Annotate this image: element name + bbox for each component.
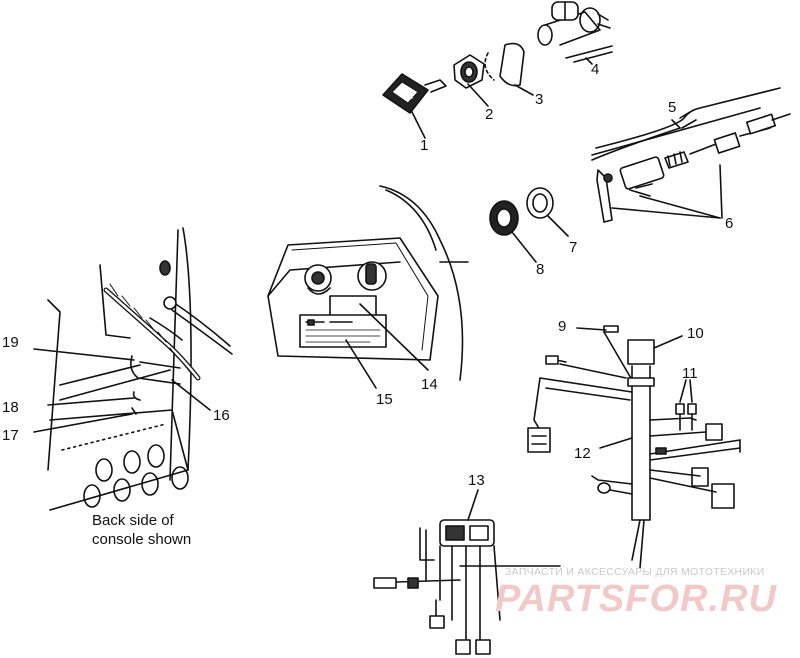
console-housing	[267, 185, 469, 381]
ignition-nut	[453, 54, 485, 89]
watermark-caption: ЗАПЧАСТИ И АКСЕССУАРЫ ДЛЯ МОТОТЕХНИКИ	[505, 566, 765, 578]
ignition-key-cap	[382, 73, 447, 114]
cable-tie-clip	[130, 355, 181, 415]
callout-8: 8	[536, 261, 545, 278]
callout-1: 1	[420, 137, 429, 154]
callout-11: 11	[682, 365, 698, 382]
callout-10: 10	[687, 325, 704, 342]
flat-washer	[526, 187, 554, 219]
leader-3	[514, 84, 534, 96]
leader-5-bracket	[595, 87, 781, 149]
leader-9	[576, 327, 607, 331]
leader-8	[511, 231, 537, 263]
callout-9: 9	[558, 318, 567, 335]
leader-13	[467, 489, 479, 521]
leader-17	[33, 413, 133, 433]
leader-15	[345, 339, 377, 389]
gear-bushing	[489, 200, 519, 236]
leader-6b	[639, 195, 721, 219]
callout-18: 18	[2, 399, 19, 416]
leader-4	[585, 57, 593, 65]
callout-5: 5	[668, 99, 677, 116]
leader-16	[171, 379, 211, 411]
leader-14	[359, 303, 429, 371]
diagram-note: Back side of console shown	[92, 512, 191, 550]
leader-11b	[689, 379, 693, 403]
dimmer-switch-assembly	[591, 107, 791, 223]
console-harness	[373, 519, 561, 655]
callout-13: 13	[468, 472, 485, 489]
leader-11a	[679, 379, 687, 403]
ignition-washer	[484, 42, 525, 87]
watermark-brand: PARTSFOR.RU	[495, 578, 777, 620]
callout-12: 12	[574, 445, 591, 462]
callout-17: 17	[2, 427, 19, 444]
wire-harness-back	[103, 283, 233, 381]
leader-7	[547, 215, 569, 237]
console-back-panel	[47, 227, 192, 511]
callout-6: 6	[725, 215, 734, 232]
leader-18	[47, 397, 135, 406]
callout-14: 14	[421, 376, 438, 393]
leader-1	[411, 111, 426, 139]
leader-10	[653, 335, 683, 349]
note-line-2: console shown	[92, 530, 192, 548]
note-line-1: Back side of	[92, 512, 174, 529]
leader-6c	[719, 164, 723, 219]
callout-4: 4	[591, 61, 600, 78]
callout-16: 16	[213, 407, 230, 424]
callout-19: 19	[2, 334, 19, 351]
ignition-switch-body	[537, 1, 613, 63]
callout-3: 3	[535, 91, 544, 108]
leader-12	[599, 437, 633, 449]
callout-7: 7	[569, 239, 578, 256]
callout-15: 15	[376, 391, 393, 408]
leader-6a	[611, 207, 721, 219]
main-wiring-harness	[527, 325, 741, 569]
leader-19	[33, 348, 135, 361]
leader-2	[467, 83, 489, 107]
callout-2: 2	[485, 106, 494, 123]
